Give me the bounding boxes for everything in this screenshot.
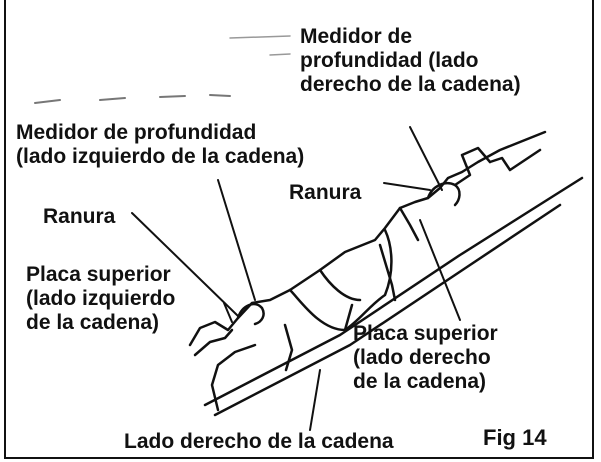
depth-gauge-left-shape xyxy=(236,302,265,326)
figure-number: Fig 14 xyxy=(483,425,547,450)
cutter-top-profile xyxy=(188,130,547,347)
upper-cutter-tooth xyxy=(453,146,492,187)
label-depth-gauge-left: Medidor de profundidad (lado izquierdo d… xyxy=(16,121,305,168)
chain-lower-edge xyxy=(203,176,584,407)
label-depth-gauge-right: Medidor de profundidad (lado derecho de … xyxy=(300,25,521,96)
figure-frame xyxy=(4,0,594,459)
leader-depth-gauge-right xyxy=(409,126,443,191)
chain-bottom-edge xyxy=(213,203,562,417)
label-chain-right-side: Lado derecho de la cadena xyxy=(124,430,394,453)
leader-top-plate-left xyxy=(223,302,233,323)
top-plate-right-shape xyxy=(288,228,393,332)
leader-groove-right xyxy=(383,182,431,191)
upper-link-edge xyxy=(488,148,542,172)
link-seam-4 xyxy=(398,206,420,242)
label-groove-right: Ranura xyxy=(289,181,362,204)
link-seam-3 xyxy=(378,243,397,302)
top-plate-left-shape xyxy=(193,328,234,357)
link-seam-2 xyxy=(343,303,354,332)
leader-chain-right-side xyxy=(309,369,321,431)
leader-top-plate-right xyxy=(419,219,461,321)
link-seam-1 xyxy=(283,323,294,372)
label-groove-left: Ranura xyxy=(43,205,116,228)
top-plate-contour xyxy=(318,268,362,302)
leader-depth-gauge-left xyxy=(217,179,256,301)
label-top-plate-right: Placa superior (lado derecho de la caden… xyxy=(353,322,498,393)
left-link xyxy=(210,343,257,412)
leader-groove-left xyxy=(131,212,239,317)
sketch-marks-top xyxy=(229,35,291,56)
label-top-plate-left: Placa superior (lado izquierdo de la cad… xyxy=(26,263,176,334)
sketch-marks xyxy=(34,94,231,104)
